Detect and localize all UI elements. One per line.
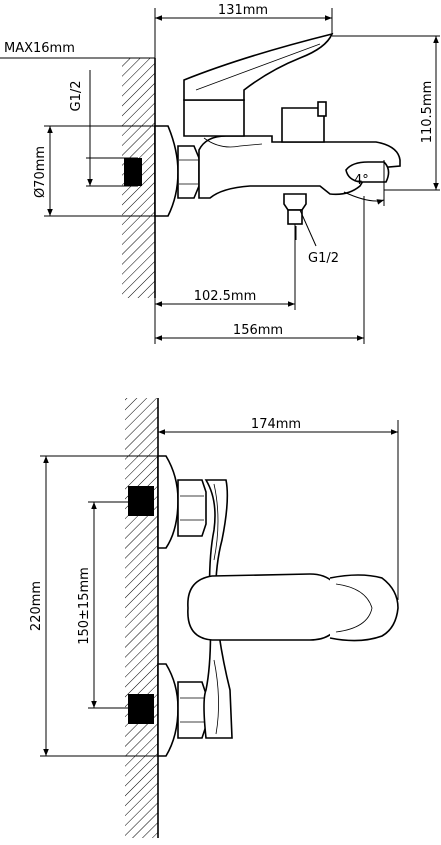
mixer-body-front (203, 479, 233, 739)
angle-arc (343, 191, 385, 205)
dim-inlet-label: G1/2 (69, 81, 84, 112)
diverter-cap (317, 101, 327, 117)
dim-width-top-label: 131mm (218, 3, 268, 18)
wall-flange (154, 125, 179, 217)
diverter-knob (281, 107, 325, 143)
spout-tip (345, 161, 390, 183)
inlet-pipe-lower (128, 694, 154, 724)
dim-height-label: 110.5mm (420, 81, 435, 144)
upper-nut (177, 479, 207, 537)
shower-outlet (283, 193, 307, 211)
lower-flange (157, 663, 179, 757)
lower-nut (177, 681, 207, 739)
angle-label: 4° (354, 173, 369, 188)
inlet-pipe-top (124, 158, 142, 186)
wall-hatch-bottom (125, 398, 158, 838)
body-contour (203, 137, 263, 148)
upper-flange (157, 455, 179, 549)
outlet-thread-label: G1/2 (308, 251, 339, 266)
dim-max-wall-label: MAX16mm (4, 41, 75, 56)
cartridge-housing (183, 99, 245, 137)
hex-nut (177, 145, 200, 199)
dim-flange-label: Ø70mm (33, 146, 48, 198)
front-view: 174mm 220mm 150±15mm (29, 398, 399, 838)
shower-outlet-stem (287, 209, 303, 225)
dim-front-width-label: 174mm (251, 417, 301, 432)
outlet-leader-diag (299, 209, 317, 247)
inlet-pipe-upper (128, 486, 154, 516)
lever-handle-front (187, 573, 345, 641)
dim-front-height-label: 220mm (29, 581, 44, 631)
side-view: 131mm MAX16mm G1/2 Ø70mm 110.5mm 4° G1/2… (0, 3, 440, 344)
lever-tail (329, 574, 399, 642)
dim-reach-label: 102.5mm (194, 289, 257, 304)
dim-depth-label: 156mm (233, 323, 283, 338)
dim-centres-label: 150±15mm (77, 567, 92, 645)
